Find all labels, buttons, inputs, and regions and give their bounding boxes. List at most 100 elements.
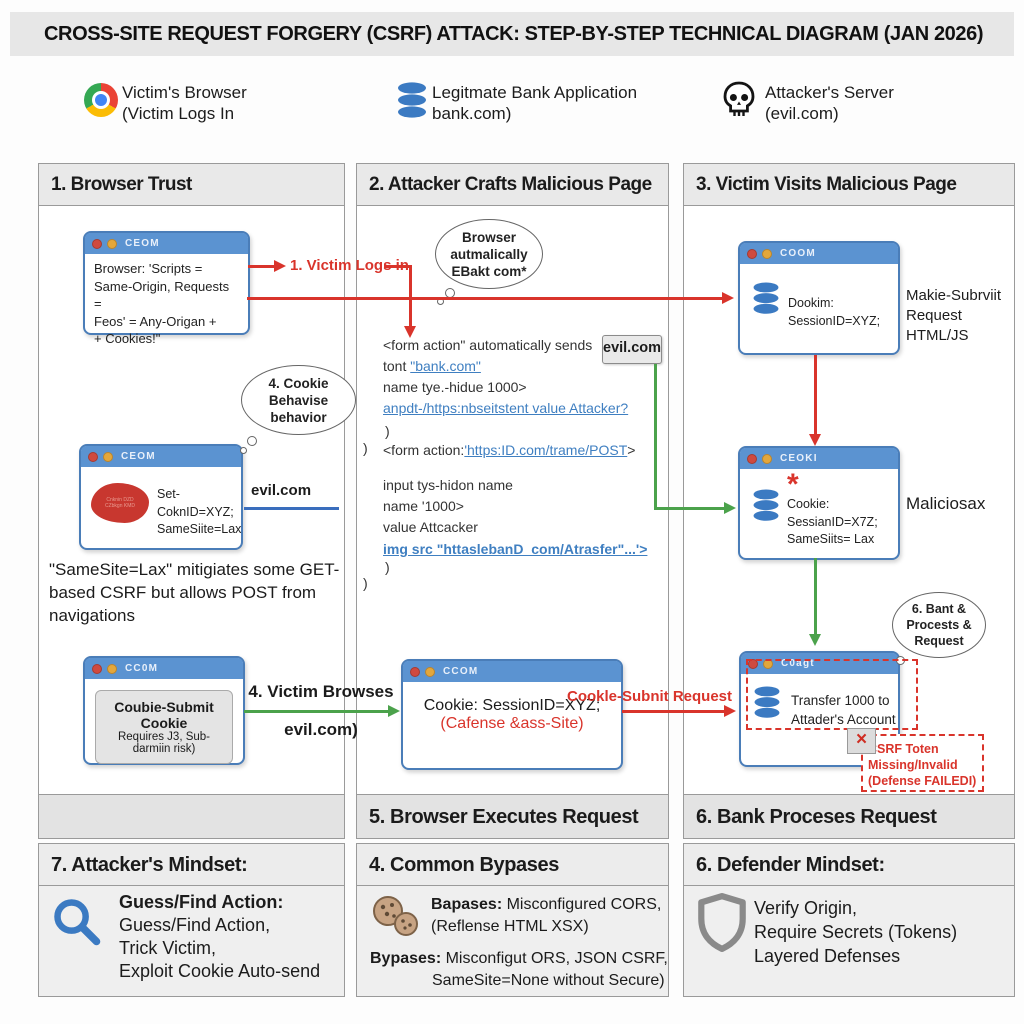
attackers-mindset-header: 7. Attacker's Mindset: [39, 844, 344, 886]
col1-window-browser-rules: CEOM Browser: 'Scripts = Same-Origin, Re… [83, 231, 250, 346]
defender-mindset-section: 6. Defender Mindset: Verify Origin, Requ… [683, 843, 1015, 997]
common-bypasses-section: 4. Common Bypases Bapases: Misconfigured… [356, 843, 669, 997]
error-x-icon: × [847, 728, 876, 754]
close-dot-icon [88, 451, 98, 462]
victim-browses-label-1: 4. Victim Browses [248, 682, 394, 701]
victim-logs-in-elbow-h [384, 265, 412, 268]
evil-com-badge: evil.com [602, 335, 662, 364]
samesite-note: "SameSite=Lax" mitigiates some GET- base… [49, 560, 340, 625]
victim-browses-arrowhead [388, 705, 400, 717]
skull-icon [720, 80, 758, 127]
transfer-highlight-dashed-box [746, 659, 918, 730]
defender-mindset-header: 6. Defender Mindset: [684, 844, 1014, 886]
cookie-submit-line [622, 710, 725, 713]
victim-browses-line [244, 710, 390, 713]
evil-green-elbow-h [654, 507, 725, 510]
make-submit-note: Makie-Subrviit Request HTML/JS [906, 287, 1002, 344]
minimize-dot-icon [107, 663, 117, 674]
window-titlebar: CC0M [85, 658, 243, 679]
col3-green-down-line [814, 558, 817, 635]
bubble-tail [240, 447, 247, 454]
img-transfer-link: img src "httaslebanD_com/Atrasfer"...'> [383, 541, 648, 557]
legend-bank-label: Legitmate Bank Application bank.com) [432, 83, 638, 123]
window-titlebar: CEOM [81, 446, 241, 467]
evil-green-elbow-v [654, 364, 657, 510]
cookie-submit-label: Cookle-Subnit Request [567, 688, 733, 705]
close-dot-icon [747, 453, 757, 464]
evil-com-label: evil.com [251, 482, 312, 499]
malicious-code-block-1: <form action" automatically sends tont "… [363, 337, 629, 456]
minimize-dot-icon [425, 666, 435, 677]
login-request-arrowhead [722, 292, 734, 304]
col1-header: 1. Browser Trust [39, 164, 344, 206]
database-icon [751, 685, 783, 726]
login-request-line [247, 297, 723, 300]
col1-banner-empty [39, 794, 344, 838]
evil-com-underline [244, 507, 339, 510]
attacker-value-link: anpdt-/https:nbseitstent value Attacker? [383, 400, 629, 416]
defender-mindset-text: Verify Origin, Require Secrets (Tokens) … [754, 898, 958, 966]
magnifier-icon [51, 896, 103, 953]
close-dot-icon [92, 238, 102, 249]
double-submit-cookie-box: Coubie-Submit Cookie Requires J3, Sub-da… [95, 690, 233, 764]
col3-banner: 6. Bank Proceses Request [684, 794, 1014, 838]
minimize-dot-icon [762, 248, 772, 259]
malicious-note: Maliciosax [906, 494, 986, 513]
database-icon [750, 488, 782, 529]
col1-window-double-submit: CC0M Coubie-Submit Cookie Requires J3, S… [83, 656, 245, 765]
attackers-mindset-section: 7. Attacker's Mindset: Guess/Find Action… [38, 843, 345, 997]
minimize-dot-icon [762, 453, 772, 464]
database-icon [750, 281, 782, 322]
victim-browses-label-2: evil.com) [284, 720, 358, 739]
col3-green-down-arrowhead [809, 634, 821, 646]
col1-window-set-cookie: CEOM Cnknin DZD CZbkgn KMD Set-CoknID=XY… [79, 444, 243, 550]
cookie-behavior-bubble: 4. Cookie Behavise behavior [241, 365, 356, 435]
col3-red-down-arrowhead [809, 434, 821, 446]
title-banner: CROSS-SITE REQUEST FORGERY (CSRF) ATTACK… [10, 12, 1014, 56]
bank-processes-bubble: 6. Bant & Procests & Request [892, 592, 986, 658]
cookie-submit-arrowhead [724, 705, 736, 717]
col2-banner: 5. Browser Executes Request [357, 794, 668, 838]
col3-window-malicious-cookie: CEOKI * Cookie: SessianID=X7Z; SameSiits… [738, 446, 900, 560]
bank-com-link: "bank.com" [410, 358, 481, 374]
window-titlebar: CEOKI [740, 448, 898, 469]
col3-header: 3. Victim Visits Malicious Page [684, 164, 1014, 206]
column-victim-visits: 3. Victim Visits Malicious Page COOM Doo… [683, 163, 1015, 839]
victim-logs-in-label: 1. Victim Logs in [290, 257, 409, 274]
close-dot-icon [747, 248, 757, 259]
cookie-blob-icon: Cnknin DZD CZbkgn KMD [91, 483, 149, 523]
col3-window-session: COOM Dookim: SessionID=XYZ; [738, 241, 900, 355]
minimize-dot-icon [107, 238, 117, 249]
col2-header: 2. Attacker Crafts Malicious Page [357, 164, 668, 206]
column-browser-trust: 1. Browser Trust CEOM Browser: 'Scripts … [38, 163, 356, 839]
window-titlebar: COOM [740, 243, 898, 264]
legend-attacker-label: Attacker's Server (evil.com) [765, 83, 894, 123]
evil-green-arrowhead [724, 502, 736, 514]
malicious-code-block-2: <form action:'https:ID.com/trame/POST> i… [363, 442, 648, 591]
close-dot-icon [410, 666, 420, 677]
col3-red-down-line [814, 355, 817, 435]
cookies-icon [369, 894, 421, 943]
red-asterisk-icon: * [787, 468, 799, 501]
victim-logs-in-elbow-v [409, 265, 412, 327]
close-dot-icon [92, 663, 102, 674]
window-titlebar: CEOM [85, 233, 248, 254]
bypasses-text-2: Bypases: Misconfigut ORS, JSON CSRF, Sam… [370, 950, 668, 989]
common-bypasses-header: 4. Common Bypases [357, 844, 668, 886]
window-titlebar: CCOM [403, 661, 621, 682]
bypasses-text-1: Bapases: Misconfigured CORS, (Reflense H… [431, 896, 662, 935]
victim-logs-in-arrowhead [274, 260, 286, 272]
victim-logs-in-line [248, 265, 274, 268]
post-frame-link: 'https:ID.com/trame/POST [464, 442, 628, 458]
shield-icon [696, 892, 748, 957]
bubble-tail [247, 436, 257, 446]
column-attacker-crafts: 2. Attacker Crafts Malicious Page Browse… [356, 163, 669, 839]
col2-window-cookie-session: CCOM Cookie: SessionID=XYZ; (Cafense &as… [401, 659, 623, 770]
page-title: CROSS-SITE REQUEST FORGERY (CSRF) ATTACK… [44, 23, 984, 45]
database-icon [394, 81, 430, 126]
victim-logs-in-down-arrowhead [404, 326, 416, 338]
legend-victim-label: Victim's Browser (Victim Logs In [122, 83, 247, 123]
csrf-token-missing-box: CSRF Toten Missing/Invalid (Defense FAIL… [861, 734, 984, 792]
attackers-mindset-text: Guess/Find Action: Guess/Find Action, Tr… [119, 892, 321, 981]
